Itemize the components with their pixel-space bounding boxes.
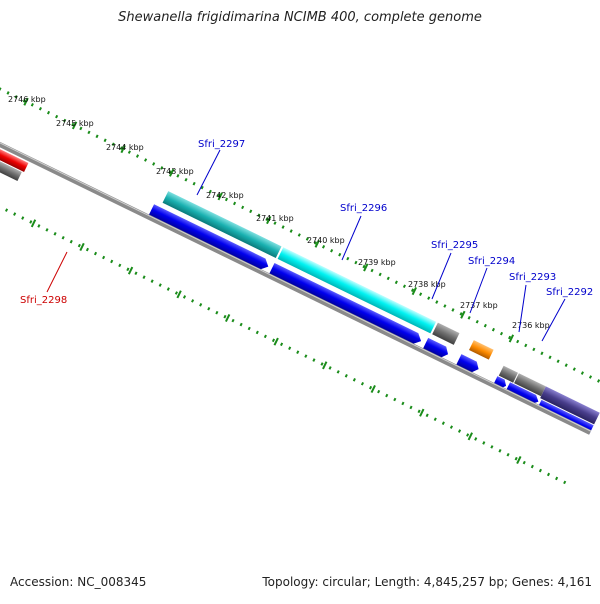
track-group (0, 79, 600, 485)
label-leaders (46, 149, 566, 342)
tick-label: 2744 kbp (106, 143, 144, 152)
gene-labels: Sfri_2297 Sfri_2296 Sfri_2295 Sfri_2294 … (20, 139, 593, 306)
gene-label-sfri-2296[interactable]: Sfri_2296 (340, 203, 387, 214)
tick-label: 2742 kbp (206, 191, 244, 200)
gene-label-sfri-2293[interactable]: Sfri_2293 (509, 272, 556, 283)
tick-label: 2741 kbp (256, 214, 294, 223)
cds-arrow-2293b[interactable] (505, 382, 541, 406)
gene-label-sfri-2298[interactable]: Sfri_2298 (20, 295, 67, 306)
gene-gray-right[interactable] (514, 373, 546, 397)
outer-scale-ticks (23, 97, 515, 343)
tick-label: 2738 kbp (408, 280, 446, 289)
gene-sfri-2295-bar[interactable] (432, 322, 460, 345)
gene-sfri-2293-bar[interactable] (498, 365, 518, 383)
gene-label-sfri-2295[interactable]: Sfri_2295 (431, 240, 478, 251)
map-title: Shewanella frigidimarina NCIMB 400, comp… (118, 10, 482, 25)
tick-labels: 2746 kbp 2745 kbp 2744 kbp 2743 kbp 2742… (8, 95, 550, 330)
gene-sfri-2294-bar[interactable] (469, 340, 494, 360)
gene-sfri-2292-bar[interactable] (540, 386, 600, 425)
gene-label-sfri-2292[interactable]: Sfri_2292 (546, 287, 593, 298)
tick-label: 2743 kbp (156, 167, 194, 176)
gene-label-sfri-2297[interactable]: Sfri_2297 (198, 139, 245, 150)
gene-sfri-2296-bar[interactable] (277, 247, 437, 334)
tick-label: 2740 kbp (307, 236, 345, 245)
tick-label: 2737 kbp (460, 301, 498, 310)
inner-scale-ticks (30, 219, 522, 465)
feature-red-left-2[interactable] (0, 145, 29, 172)
tick-label: 2745 kbp (56, 119, 94, 128)
backbone-ring (0, 105, 592, 435)
cds-arrow-2294[interactable] (456, 354, 481, 374)
gene-sfri-2297-bar[interactable] (162, 191, 282, 259)
tick-label: 2746 kbp (8, 95, 46, 104)
inner-scale-dotted-line (0, 157, 567, 485)
tick-label: 2739 kbp (358, 258, 396, 267)
gene-label-sfri-2294[interactable]: Sfri_2294 (468, 256, 515, 267)
genome-summary-text: Topology: circular; Length: 4,845,257 bp… (262, 575, 592, 589)
cds-arrow-2296[interactable] (269, 262, 423, 347)
cds-arrow-2297[interactable] (148, 204, 271, 272)
cds-arrow-2295[interactable] (422, 337, 451, 360)
gene-sfri-2298-bar[interactable] (0, 154, 22, 181)
accession-text: Accession: NC_008345 (10, 575, 147, 589)
tick-label: 2736 kbp (512, 321, 550, 330)
backbone-highlight (0, 106, 592, 432)
